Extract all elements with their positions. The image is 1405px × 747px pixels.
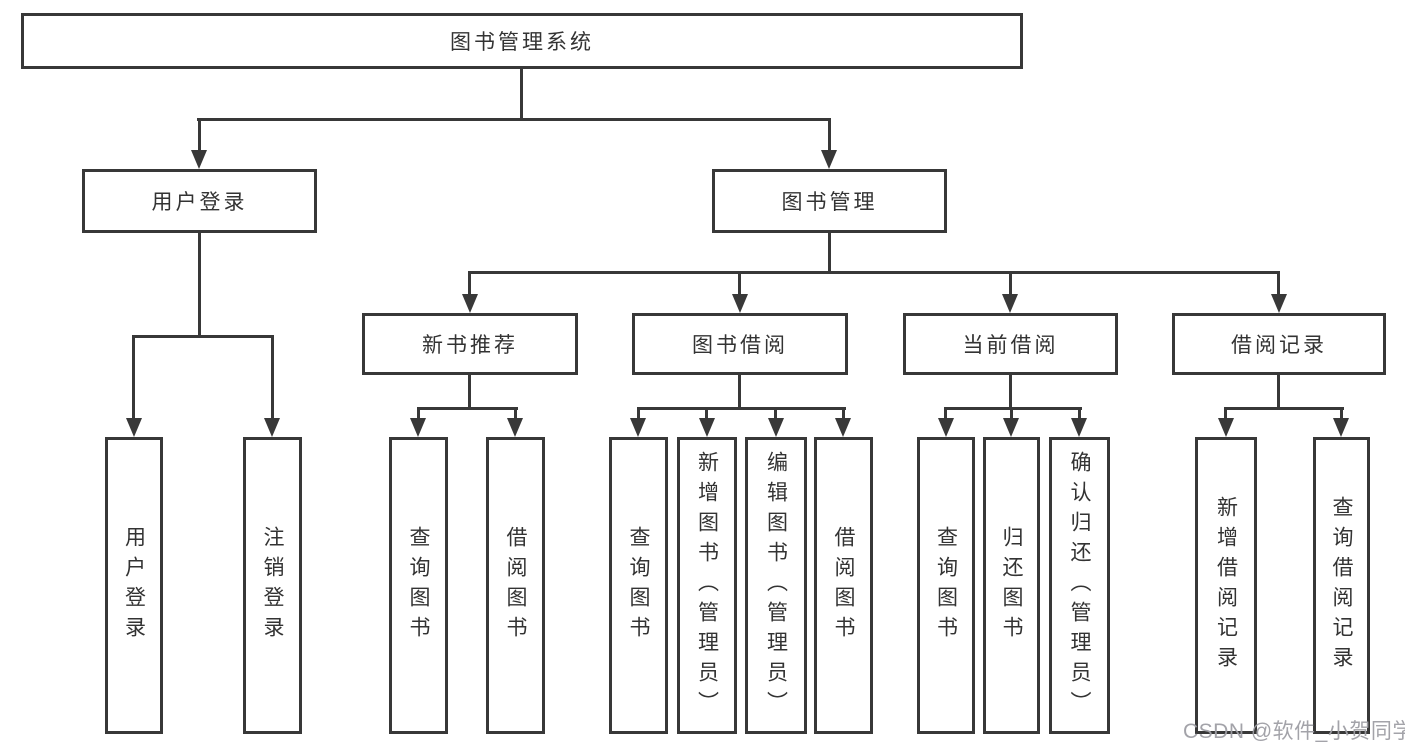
arrowhead-g3-leaf1 [630, 418, 646, 437]
connector-user-login-drop [198, 233, 201, 338]
arrowhead-book-management [821, 150, 837, 169]
connector-root-drop [520, 69, 523, 121]
arrowhead-leaf-logout [264, 418, 280, 437]
arrowhead-g2-leaf2 [507, 418, 523, 437]
arrowhead-g3-leaf2 [699, 418, 715, 437]
connector-level3-rail [468, 271, 1280, 274]
connector-to-user-login [198, 118, 201, 152]
connector-current-borrow-drop [1009, 375, 1012, 410]
arrowhead-new-book [462, 294, 478, 313]
node-current-borrowing: 当前借阅 [903, 313, 1118, 375]
csdn-watermark: CSDN @软件_小贺同学 [1183, 720, 1405, 743]
arrowhead-current-borrow [1002, 294, 1018, 313]
connector-current-borrow-rail [944, 407, 1082, 410]
arrowhead-g5-leaf2 [1333, 418, 1349, 437]
arrowhead-leaf-login [126, 418, 142, 437]
connector-g5-leaf2 [1340, 407, 1343, 422]
arrowhead-book-borrow [732, 294, 748, 313]
arrowhead-g2-leaf1 [410, 418, 426, 437]
node-root: 图书管理系统 [21, 13, 1023, 69]
connector-level2-rail [197, 118, 831, 121]
connector-g3-leaf2 [705, 407, 708, 422]
connector-g4-leaf3 [1078, 407, 1081, 422]
connector-g3-leaf1 [637, 407, 640, 422]
connector-to-borrow-records [1277, 271, 1280, 297]
connector-new-book-rail [417, 407, 518, 410]
connector-borrow-records-drop [1277, 375, 1280, 410]
leaf-query-books-current: 查询图书 [917, 437, 975, 734]
connector-to-current-borrow [1009, 271, 1012, 297]
leaf-confirm-return-admin: 确认归还（管理员） [1049, 437, 1110, 734]
arrowhead-g3-leaf3 [768, 418, 784, 437]
node-borrowing-records: 借阅记录 [1172, 313, 1386, 375]
connector-g2-leaf1 [417, 407, 420, 422]
connector-g3-leaf4 [842, 407, 845, 422]
connector-new-book-drop [468, 375, 471, 410]
connector-to-book-borrow [738, 271, 741, 297]
connector-g2-leaf2 [514, 407, 517, 422]
node-new-book-recommend: 新书推荐 [362, 313, 578, 375]
leaf-query-borrow-record: 查询借阅记录 [1313, 437, 1370, 734]
connector-user-login-rail [132, 335, 274, 338]
leaf-query-books-borrowing: 查询图书 [609, 437, 668, 734]
connector-book-borrow-drop [738, 375, 741, 410]
leaf-return-books: 归还图书 [983, 437, 1040, 734]
connector-to-leaf-logout [271, 335, 274, 420]
leaf-user-login: 用户登录 [105, 437, 163, 734]
arrowhead-g4-leaf2 [1003, 418, 1019, 437]
arrowhead-user-login [191, 150, 207, 169]
leaf-query-books-recommend: 查询图书 [389, 437, 448, 734]
connector-g4-leaf2 [1010, 407, 1013, 422]
arrowhead-g3-leaf4 [835, 418, 851, 437]
leaf-add-borrow-record: 新增借阅记录 [1195, 437, 1257, 734]
connector-to-book-management [828, 118, 831, 152]
connector-book-management-drop [828, 233, 831, 274]
connector-borrow-records-rail [1224, 407, 1344, 410]
leaf-logout: 注销登录 [243, 437, 302, 734]
connector-book-borrow-rail [637, 407, 846, 410]
connector-g4-leaf1 [944, 407, 947, 422]
node-book-management: 图书管理 [712, 169, 947, 233]
leaf-borrow-books-recommend: 借阅图书 [486, 437, 545, 734]
arrowhead-g4-leaf3 [1071, 418, 1087, 437]
connector-g3-leaf3 [774, 407, 777, 422]
connector-to-leaf-login [132, 335, 135, 420]
arrowhead-borrow-records [1271, 294, 1287, 313]
arrowhead-g4-leaf1 [938, 418, 954, 437]
node-book-borrowing: 图书借阅 [632, 313, 848, 375]
leaf-edit-book-admin: 编辑图书（管理员） [745, 437, 807, 734]
leaf-add-book-admin: 新增图书（管理员） [677, 437, 737, 734]
arrowhead-g5-leaf1 [1218, 418, 1234, 437]
leaf-borrow-books-borrowing: 借阅图书 [814, 437, 873, 734]
node-user-login: 用户登录 [82, 169, 317, 233]
connector-g5-leaf1 [1224, 407, 1227, 422]
connector-to-new-book [468, 271, 471, 297]
